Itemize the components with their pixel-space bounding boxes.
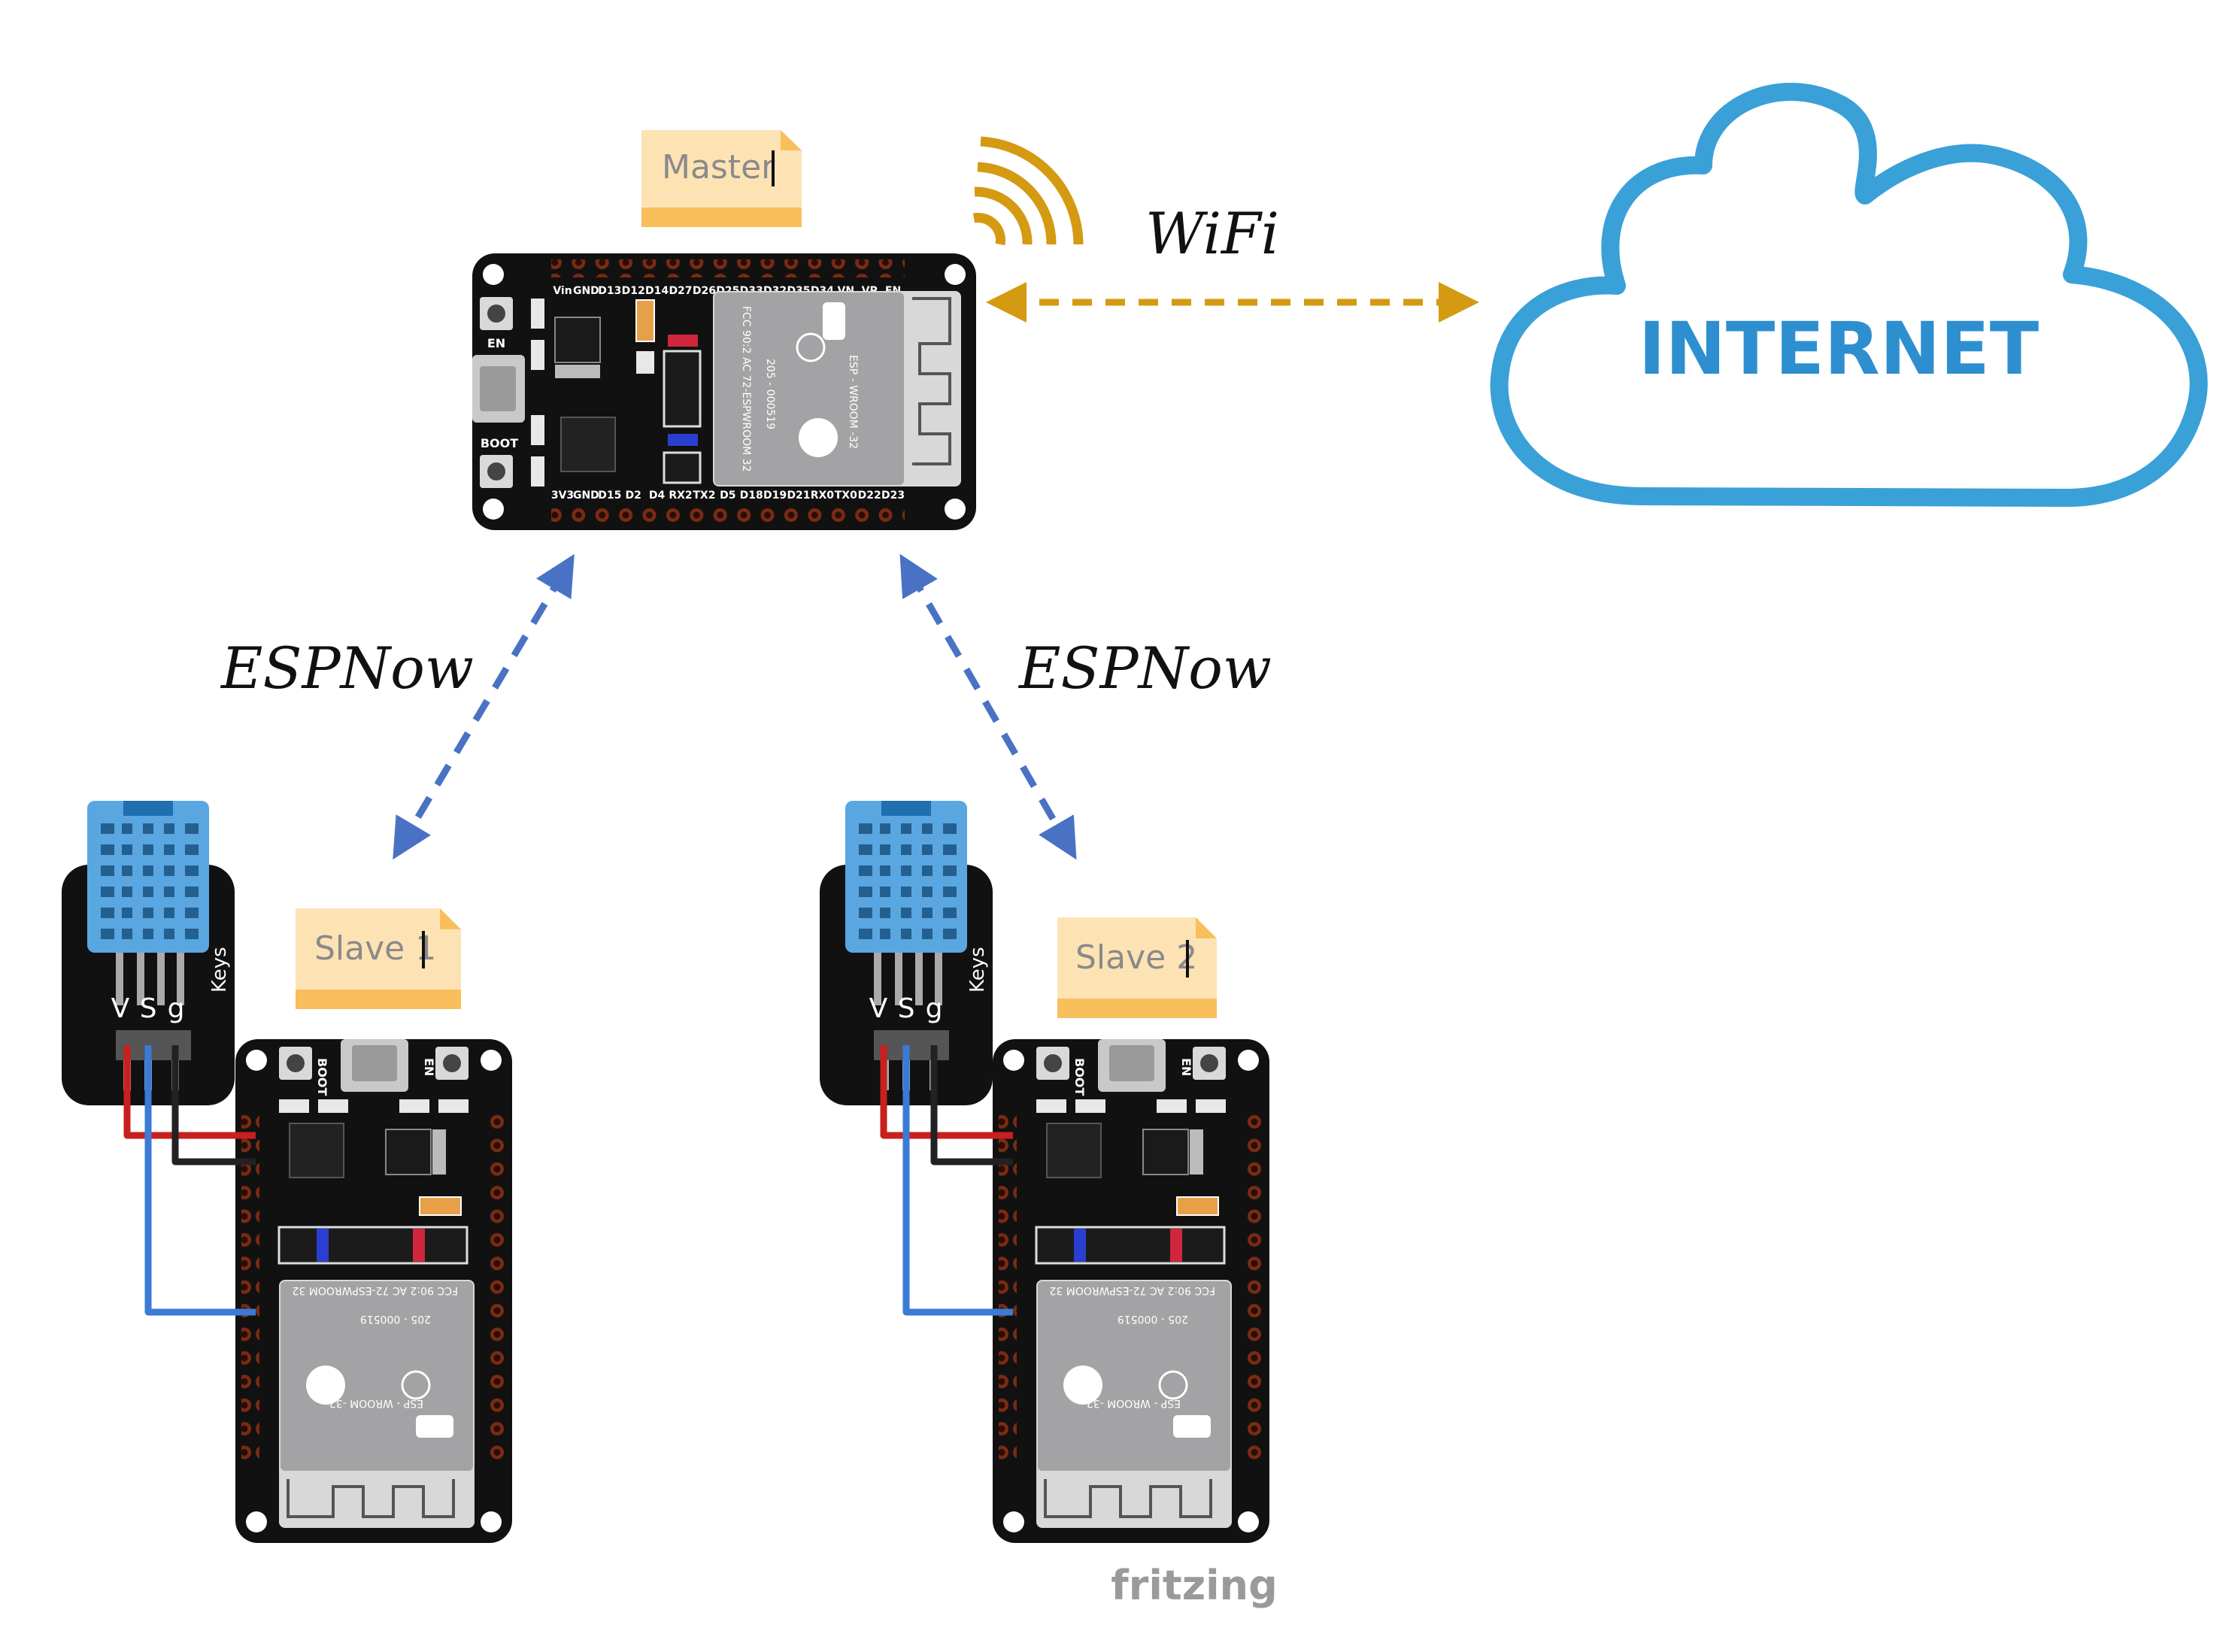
pin-label-d19: D19 [763, 490, 787, 502]
pin-label-tx0: TX0 [835, 490, 857, 502]
sensor-pin-label: S [140, 993, 157, 1024]
pin-label-rx0: RX0 [811, 490, 835, 502]
sensor-brand: Keys [208, 947, 231, 993]
pin-label-d2: D2 [626, 490, 641, 502]
usb-uart-chip [560, 417, 616, 472]
espnow-link-arrow-right [899, 553, 1077, 860]
wire-signal-slave2 [902, 1045, 1013, 1316]
wire-gnd-slave2 [930, 1045, 1013, 1165]
cloud-icon [1490, 83, 2208, 507]
module-fcc: FCC 90:2 AC 72-ESPWROOM 32 [293, 1284, 459, 1296]
pin-label-vin: Vin [553, 285, 572, 297]
en-label: EN [422, 1058, 436, 1076]
en-label: EN [487, 336, 505, 350]
wifi-signal-icon [972, 136, 1084, 246]
pin-label-d23: D23 [881, 490, 905, 502]
boot-label: BOOT [315, 1058, 329, 1096]
pcb-antenna [287, 1479, 455, 1518]
pin-label-d26: D26 [693, 285, 716, 297]
left-pin-header [241, 1111, 259, 1464]
module-wifi-logo [416, 1415, 453, 1438]
slave2-esp32-board: BOOT EN FCC 90:2 AC 72-ESPWROOM 32 205 - 00… [993, 1039, 1269, 1543]
fritzing-watermark: fritzing [1111, 1562, 1277, 1609]
espnow-label-left: ESPNow [220, 635, 474, 702]
wire-vcc-slave1 [123, 1045, 256, 1139]
master-esp32-board: VinGNDD13D12D14D27D26D25D33D32D35D34VNVP… [472, 253, 976, 530]
sticky-note-master: Master [641, 130, 802, 227]
en-label: EN [1179, 1058, 1193, 1076]
sensor-housing [87, 801, 209, 953]
module-wifi-logo [823, 302, 845, 340]
pin-label-d5: D5 [720, 490, 735, 502]
module-brand: ESP - WROOM -32 [847, 355, 859, 449]
pin-label-gnd: GND [573, 490, 599, 502]
slave1-label: Slave 1 [314, 929, 436, 968]
bottom-pin-header [551, 506, 905, 524]
module-cert: 205 - 000519 [1118, 1313, 1188, 1325]
pin-label-d27: D27 [669, 285, 692, 297]
slave2-label: Slave 2 [1075, 938, 1197, 977]
pin-label-d18: D18 [740, 490, 763, 502]
left-pin-header [999, 1111, 1017, 1464]
pin-label-rx2: RX2 [669, 490, 692, 502]
espnow-label-right: ESPNow [1017, 635, 1272, 702]
module-brand: ESP - WROOM -32 [1087, 1397, 1181, 1409]
boot-label: BOOT [1072, 1058, 1087, 1096]
sensor-brand: Keys [966, 947, 989, 993]
module-wifi-logo [1173, 1415, 1211, 1438]
pin-label-gnd: GND [573, 285, 599, 297]
pin-label-d21: D21 [787, 490, 810, 502]
pin-label-d12: D12 [622, 285, 645, 297]
module-fcc: FCC 90:2 AC 72-ESPWROOM 32 [1050, 1284, 1216, 1296]
wire-signal-slave1 [144, 1045, 256, 1316]
master-label: Master [662, 148, 775, 186]
top-pin-header [551, 259, 905, 277]
usb-uart-chip [1046, 1123, 1102, 1178]
right-pin-header [488, 1111, 506, 1464]
espnow-link-arrow-left [393, 553, 575, 860]
internet-label: INTERNET [1639, 307, 2039, 391]
pin-label-d14: D14 [645, 285, 669, 297]
module-cert: 205 - 000519 [764, 359, 776, 429]
pin-label-d22: D22 [858, 490, 881, 502]
pcb-antenna [912, 297, 951, 465]
module-cert: 205 - 000519 [360, 1313, 431, 1325]
sensor-pin-label: g [168, 993, 185, 1024]
sticky-note-slave2: Slave 2 [1057, 917, 1217, 1018]
sensor-pin-label: g [926, 993, 943, 1024]
slave1-esp32-board: BOOT EN FCC 90:2 AC 72-ESPWROOM 32 205 - 00… [235, 1039, 512, 1543]
pcb-antenna [1044, 1479, 1212, 1518]
wire-vcc-slave2 [880, 1045, 1013, 1139]
right-pin-header [1245, 1111, 1263, 1464]
sensor-pin-label: V [111, 993, 130, 1024]
module-fcc: FCC 90:2 AC 72-ESPWROOM 32 [740, 306, 752, 472]
pin-label-d15: D15 [598, 490, 621, 502]
pin-label-tx2: TX2 [693, 490, 715, 502]
sensor-pin-label: V [869, 993, 888, 1024]
pin-label-d4: D4 [649, 490, 666, 502]
pin-label-d13: D13 [598, 285, 621, 297]
usb-uart-chip [289, 1123, 344, 1178]
wifi-label: WiFi [1145, 200, 1279, 267]
sticky-note-slave1: Slave 1 [296, 908, 461, 1009]
boot-label: BOOT [481, 436, 518, 450]
module-brand: ESP - WROOM -32 [329, 1397, 423, 1409]
pin-label-3v3: 3V3 [551, 490, 574, 502]
sensor-pin-label: S [898, 993, 915, 1024]
wire-gnd-slave1 [171, 1045, 256, 1165]
